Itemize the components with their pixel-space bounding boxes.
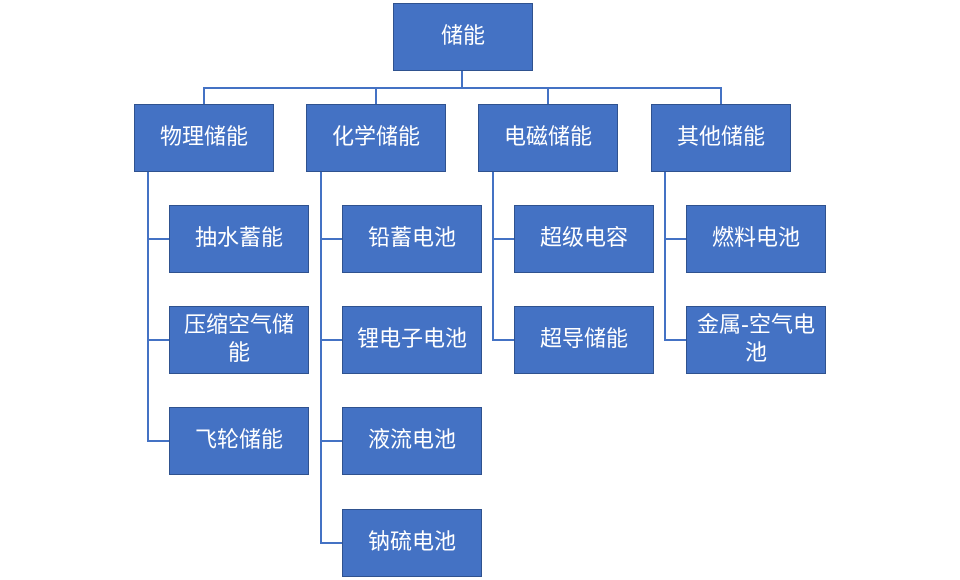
connector-cat-1-item-3 bbox=[147, 440, 170, 442]
item-node: 液流电池 bbox=[342, 407, 482, 475]
category-node-other: 其他储能 bbox=[651, 104, 791, 172]
item-node: 超级电容 bbox=[514, 205, 654, 273]
connector-cat-2-item-4 bbox=[320, 542, 343, 544]
item-node: 锂电子电池 bbox=[342, 306, 482, 374]
item-node: 钠硫电池 bbox=[342, 509, 482, 577]
connector-to-cat-3 bbox=[547, 87, 549, 105]
root-node: 储能 bbox=[393, 3, 533, 71]
item-node: 金属-空气电池 bbox=[686, 306, 826, 374]
connector-cat-1-item-2 bbox=[147, 339, 170, 341]
connector-cat-3-spine bbox=[492, 171, 494, 341]
item-node: 飞轮储能 bbox=[169, 407, 309, 475]
connector-to-cat-1 bbox=[203, 87, 205, 105]
item-node: 抽水蓄能 bbox=[169, 205, 309, 273]
item-node: 燃料电池 bbox=[686, 205, 826, 273]
connector-to-cat-2 bbox=[375, 87, 377, 105]
connector-to-cat-4 bbox=[720, 87, 722, 105]
connector-cat-4-item-1 bbox=[664, 238, 687, 240]
connector-cat-4-spine bbox=[664, 171, 666, 341]
category-node-electromagnetic: 电磁储能 bbox=[478, 104, 618, 172]
item-node: 铅蓄电池 bbox=[342, 205, 482, 273]
category-node-physical: 物理储能 bbox=[134, 104, 274, 172]
connector-top-bar bbox=[204, 87, 722, 89]
connector-cat-1-item-1 bbox=[147, 238, 170, 240]
connector-cat-3-item-2 bbox=[492, 339, 515, 341]
connector-cat-1-spine bbox=[147, 171, 149, 442]
item-node: 压缩空气储能 bbox=[169, 306, 309, 374]
item-node: 超导储能 bbox=[514, 306, 654, 374]
category-node-chemical: 化学储能 bbox=[306, 104, 446, 172]
connector-cat-3-item-1 bbox=[492, 238, 515, 240]
connector-cat-4-item-2 bbox=[664, 339, 687, 341]
connector-cat-2-item-1 bbox=[320, 238, 343, 240]
connector-cat-2-item-3 bbox=[320, 440, 343, 442]
connector-root-down bbox=[461, 70, 463, 88]
connector-cat-2-spine bbox=[320, 171, 322, 544]
connector-cat-2-item-2 bbox=[320, 339, 343, 341]
